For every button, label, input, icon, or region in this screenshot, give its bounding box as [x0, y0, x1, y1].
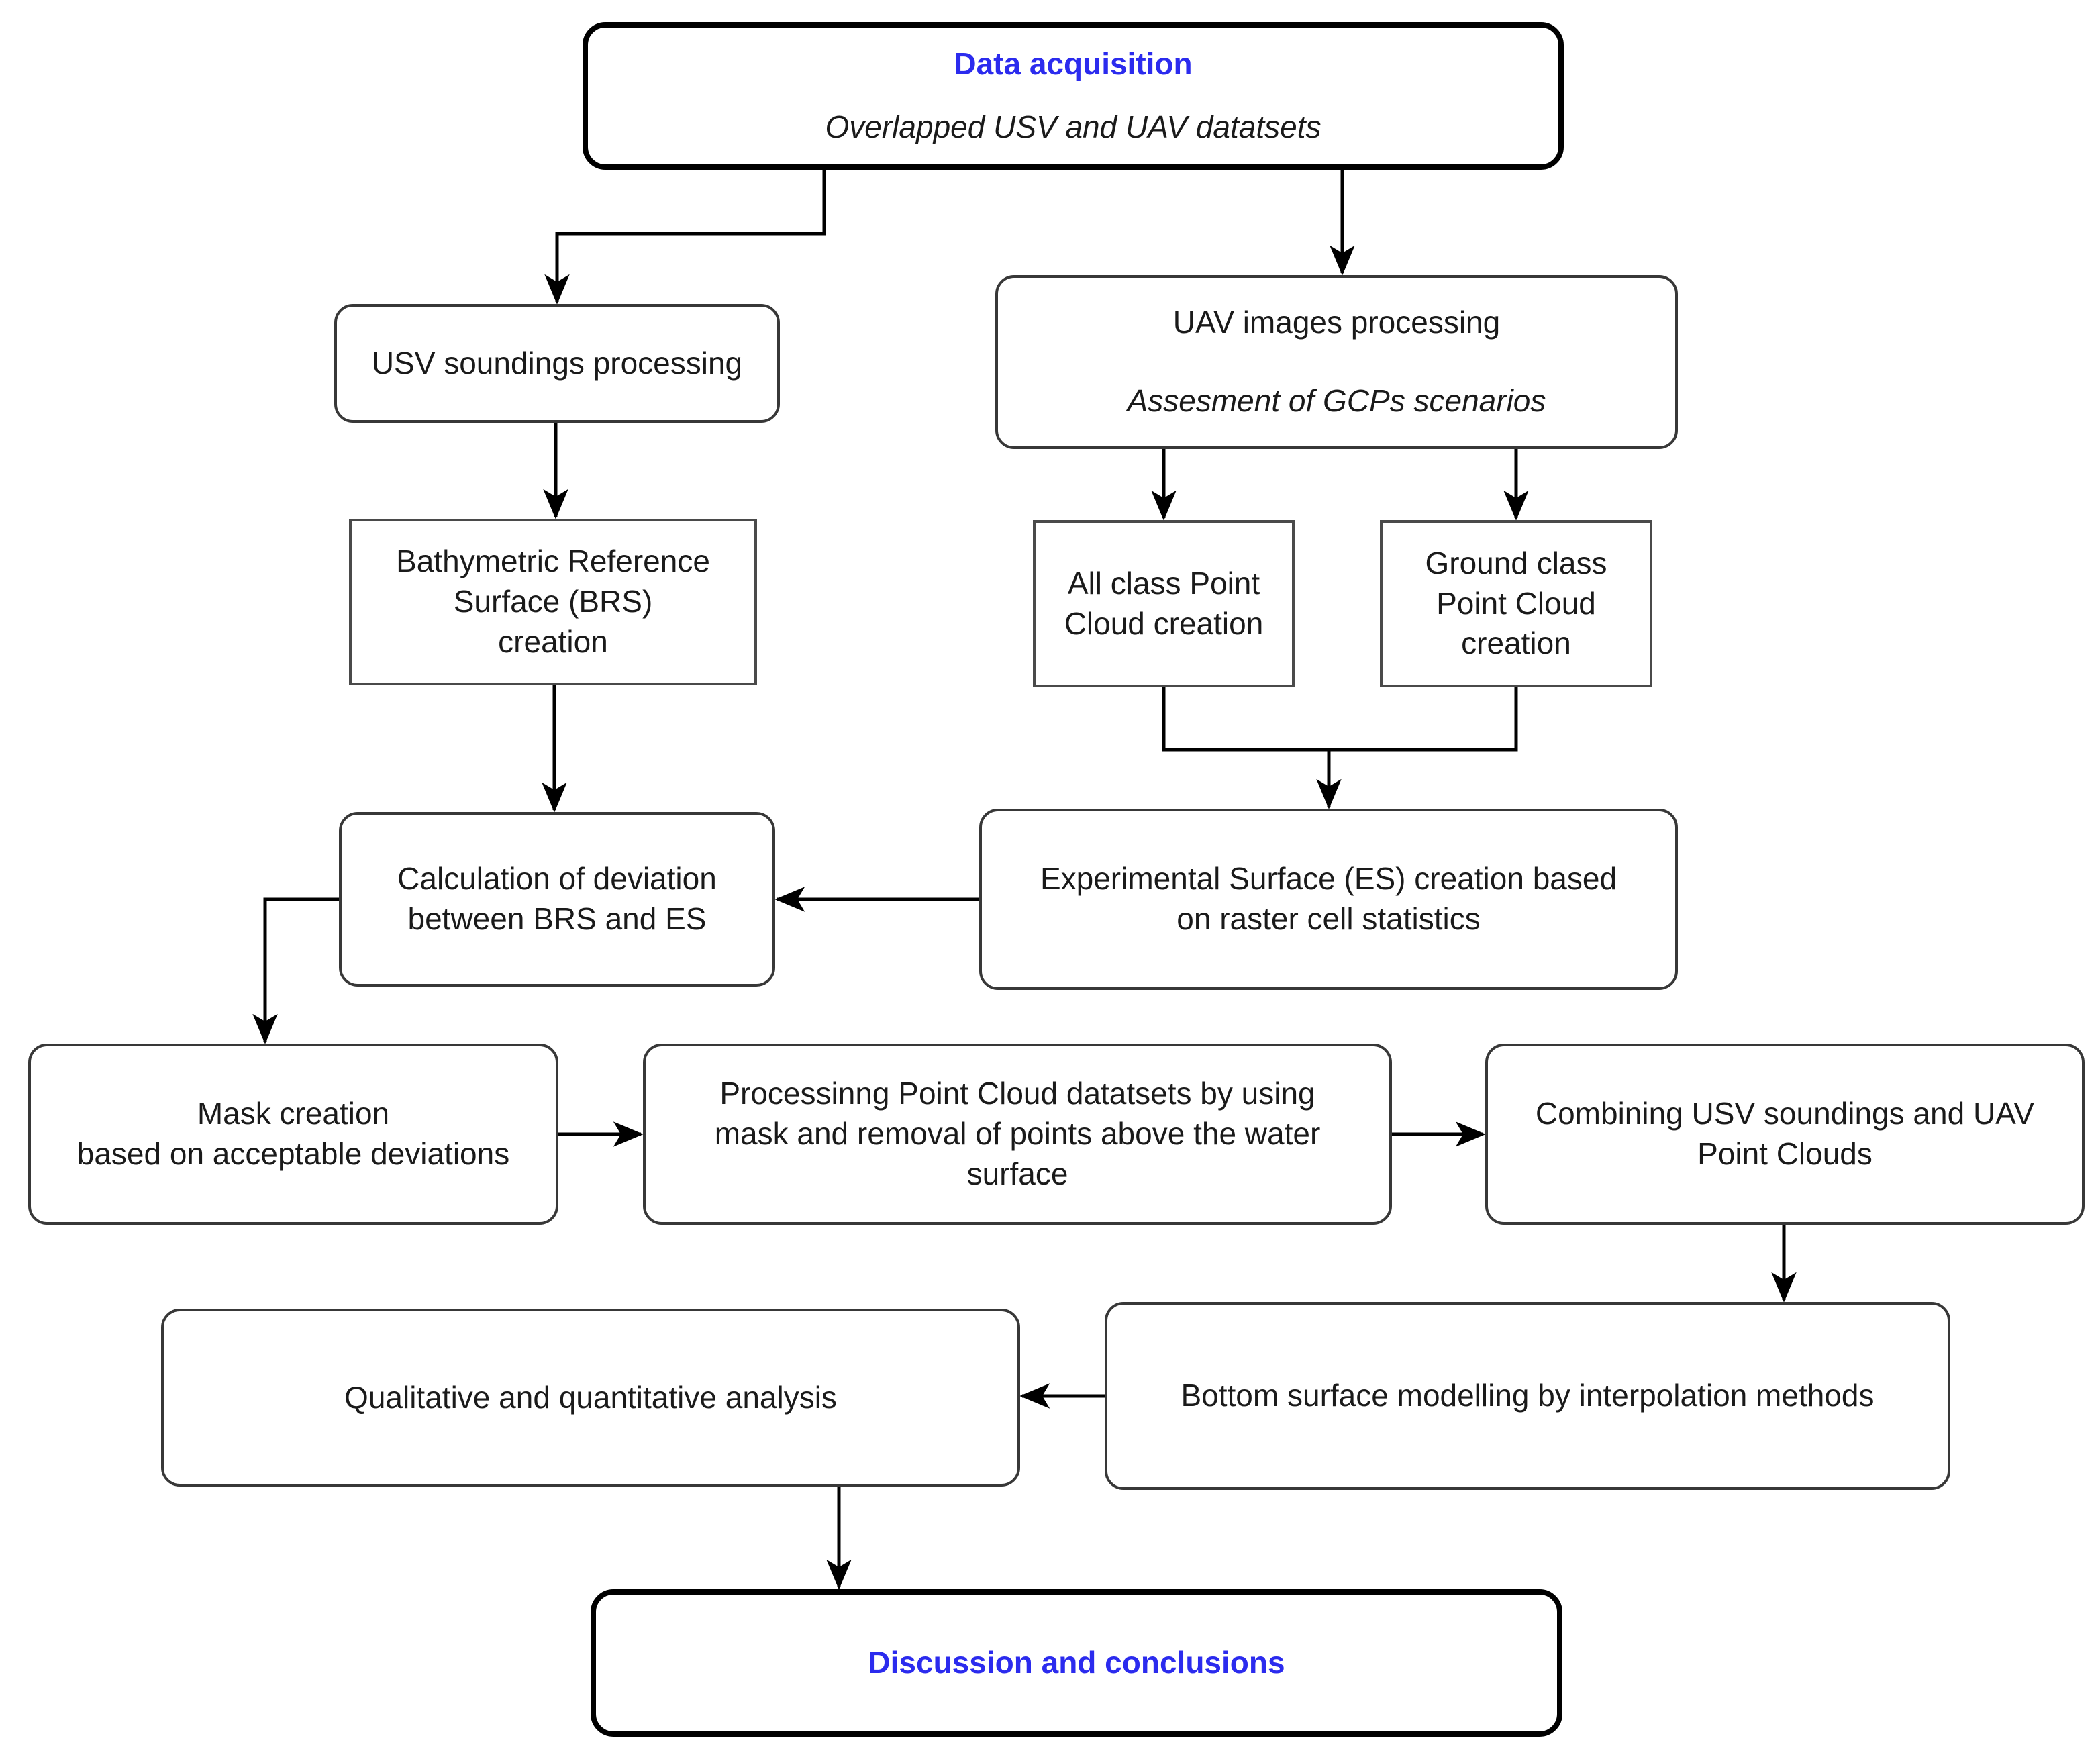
- node-data-acquisition-title: Data acquisition: [954, 46, 1193, 82]
- node-qualitative-quantitative-analysis: Qualitative and quantitative analysis: [161, 1309, 1020, 1487]
- node-mask-creation: Mask creation based on acceptable deviat…: [28, 1044, 558, 1225]
- node-data-acquisition-subtitle: Overlapped USV and UAV datatsets: [825, 109, 1321, 145]
- node-discussion-conclusions-title: Discussion and conclusions: [868, 1645, 1285, 1680]
- node-combining-usv-uav-label: Combining USV soundings and UAV Point Cl…: [1535, 1096, 2035, 1171]
- node-processing-point-cloud: Processinng Point Cloud datatsets by usi…: [643, 1044, 1392, 1225]
- node-combining-usv-uav: Combining USV soundings and UAV Point Cl…: [1485, 1044, 2085, 1225]
- node-experimental-surface-creation: Experimental Surface (ES) creation based…: [979, 809, 1678, 990]
- node-bottom-surface-modelling-label: Bottom surface modelling by interpolatio…: [1181, 1378, 1874, 1413]
- node-calculation-of-deviation: Calculation of deviation between BRS and…: [339, 812, 775, 987]
- node-uav-images-processing-subtitle: Assesment of GCPs scenarios: [1127, 383, 1546, 419]
- node-discussion-conclusions: Discussion and conclusions: [591, 1589, 1562, 1737]
- edge-calculation-to-mask: [252, 897, 339, 1044]
- node-ground-class-point-cloud-label: Ground class Point Cloud creation: [1425, 545, 1607, 661]
- node-brs-creation: Bathymetric Reference Surface (BRS) crea…: [349, 519, 757, 685]
- node-processing-point-cloud-label: Processinng Point Cloud datatsets by usi…: [714, 1076, 1321, 1191]
- node-uav-images-processing: UAV images processing Assesment of GCPs …: [995, 275, 1678, 449]
- edge-pointcloud-merge-bus: [1162, 687, 1518, 752]
- node-qualitative-quantitative-analysis-label: Qualitative and quantitative analysis: [344, 1379, 837, 1415]
- node-usv-soundings-processing-label: USV soundings processing: [371, 345, 743, 381]
- node-uav-images-processing-title: UAV images processing: [1172, 304, 1501, 340]
- node-all-class-point-cloud: All class Point Cloud creation: [1033, 520, 1295, 687]
- node-mask-creation-label: Mask creation based on acceptable deviat…: [77, 1096, 510, 1171]
- node-data-acquisition: Data acquisition Overlapped USV and UAV …: [583, 22, 1564, 170]
- node-ground-class-point-cloud: Ground class Point Cloud creation: [1380, 520, 1652, 687]
- node-usv-soundings-processing: USV soundings processing: [334, 304, 780, 423]
- node-calculation-of-deviation-label: Calculation of deviation between BRS and…: [397, 861, 717, 936]
- node-bottom-surface-modelling: Bottom surface modelling by interpolatio…: [1105, 1302, 1950, 1490]
- node-experimental-surface-creation-label: Experimental Surface (ES) creation based…: [1040, 861, 1617, 936]
- node-brs-creation-label: Bathymetric Reference Surface (BRS) crea…: [396, 544, 710, 659]
- edge-acquisition-to-usv: [544, 170, 826, 305]
- node-all-class-point-cloud-label: All class Point Cloud creation: [1064, 565, 1264, 641]
